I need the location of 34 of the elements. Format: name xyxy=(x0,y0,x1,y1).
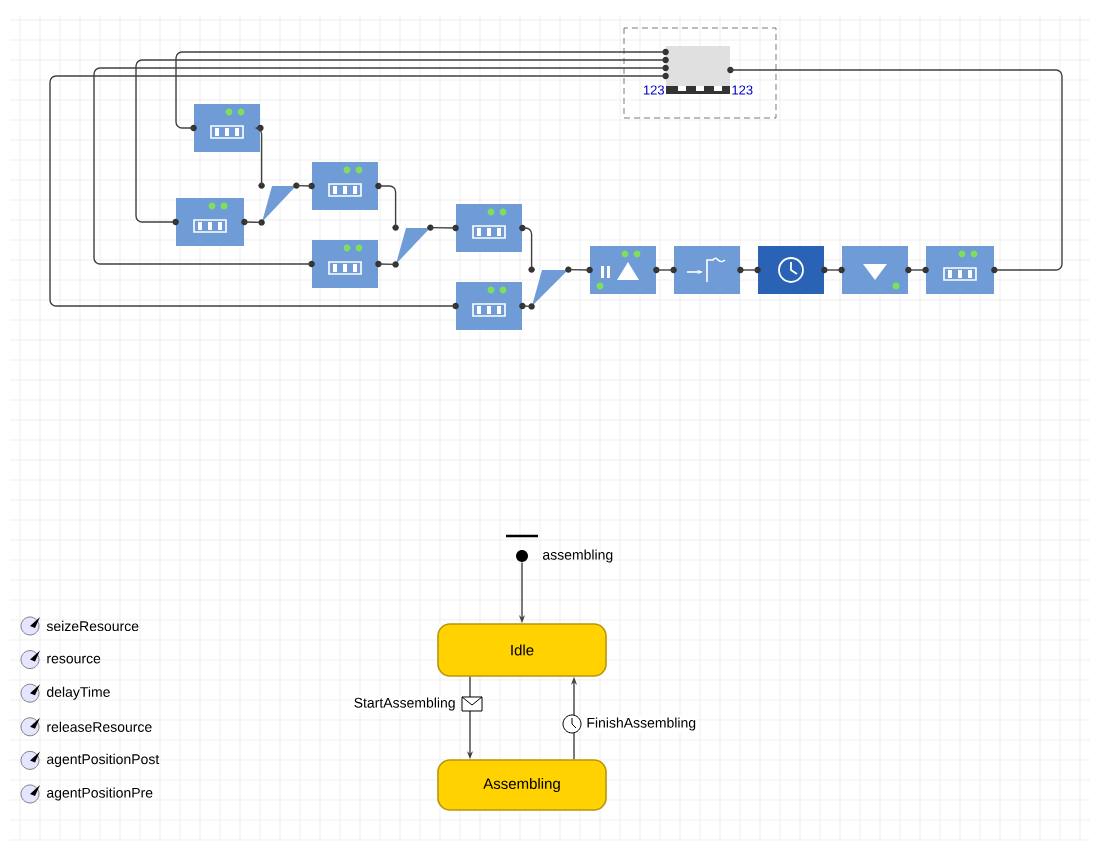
connector xyxy=(907,269,927,271)
match-block xyxy=(528,266,572,310)
connector xyxy=(135,59,667,223)
connector xyxy=(655,269,675,271)
seize-block xyxy=(586,246,660,294)
connector xyxy=(429,226,457,229)
connector xyxy=(254,127,263,187)
match-block xyxy=(258,182,300,226)
connector xyxy=(49,75,667,307)
connector xyxy=(175,51,667,129)
release-block xyxy=(838,246,912,294)
resource-pool-block xyxy=(662,46,734,94)
connector xyxy=(567,268,591,271)
match-block xyxy=(392,224,434,268)
connector xyxy=(823,269,843,271)
connector xyxy=(729,69,1063,271)
queue-block xyxy=(172,198,248,246)
connector xyxy=(93,67,667,265)
queue-block xyxy=(452,282,526,330)
connector xyxy=(521,305,533,308)
queue-block xyxy=(308,240,382,288)
queue-block xyxy=(922,246,998,294)
connector xyxy=(377,263,397,266)
queue-block xyxy=(190,104,264,152)
connector xyxy=(295,184,313,187)
connector xyxy=(243,221,263,224)
connector xyxy=(377,185,397,229)
move-block xyxy=(670,246,744,294)
initial-state-marker xyxy=(506,534,538,562)
queue-block xyxy=(308,162,382,210)
queue-block xyxy=(452,204,526,252)
connector xyxy=(739,269,759,271)
connector xyxy=(521,227,533,271)
delay-block xyxy=(754,246,828,294)
